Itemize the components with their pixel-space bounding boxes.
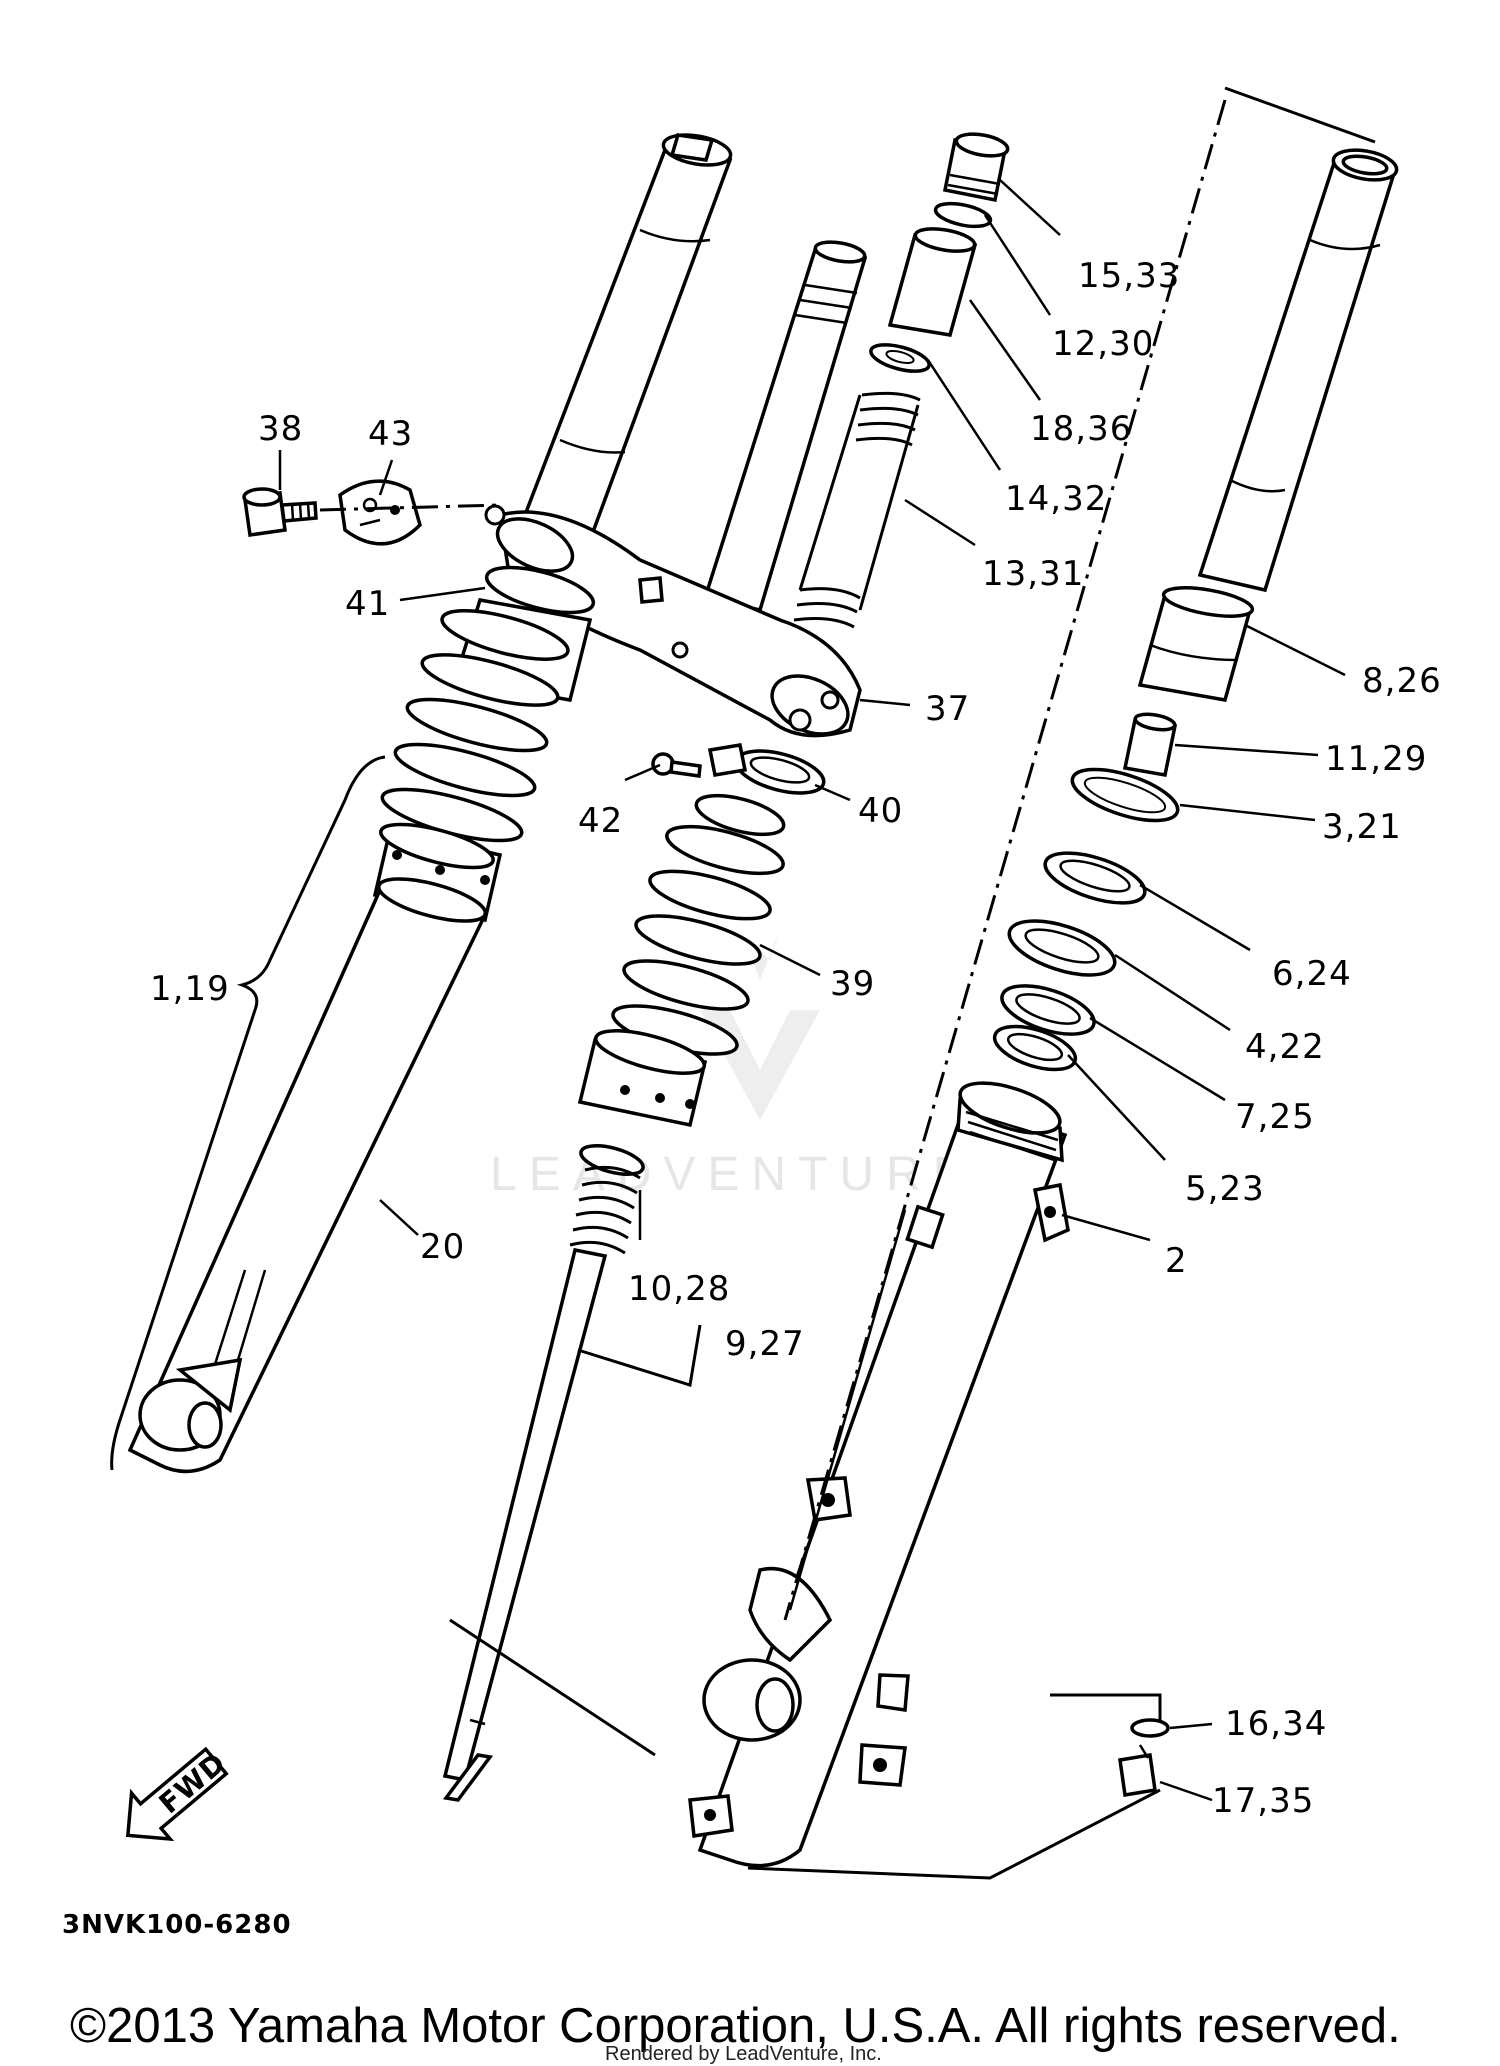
label-4-22: 4,22 [1245, 1027, 1325, 1067]
washer-14-32 [869, 343, 931, 373]
label-14-32: 14,32 [1005, 479, 1107, 519]
drain-bolt-17-35 [1118, 1744, 1157, 1798]
label-16-34: 16,34 [1225, 1704, 1327, 1744]
left-fork-boot [372, 565, 596, 923]
label-15-33: 15,33 [1078, 256, 1180, 296]
plate-43 [338, 479, 422, 546]
bracket-line-top [1224, 86, 1376, 144]
label-3-21: 3,21 [1322, 807, 1402, 847]
label-40: 40 [858, 791, 903, 831]
steering-stem [702, 240, 868, 613]
clamp-40 [707, 742, 826, 795]
bolt-38 [242, 487, 318, 537]
label-12-30: 12,30 [1052, 324, 1154, 364]
label-8-26: 8,26 [1362, 661, 1442, 701]
spacer-18-36 [887, 227, 978, 337]
label-7-25: 7,25 [1235, 1097, 1315, 1137]
label-2: 2 [1165, 1241, 1188, 1281]
label-41: 41 [345, 584, 390, 624]
leader-lines [278, 179, 1346, 1802]
label-9-27: 9,27 [725, 1324, 805, 1364]
o-ring-12-30 [933, 201, 993, 229]
center-fork-boot-39 [577, 793, 786, 1128]
cap-bolt-15-33 [942, 132, 1010, 203]
seal-stack [992, 851, 1147, 1072]
bracket-line-bottom-left [449, 1618, 656, 1757]
bracket-line-bottom [747, 1693, 1162, 1880]
right-inner-tube [1197, 148, 1399, 593]
under-bracket-37 [484, 504, 862, 738]
label-39: 39 [830, 964, 875, 1004]
label-13-31: 13,31 [982, 554, 1084, 594]
fwd-arrow: FWD [125, 1746, 232, 1842]
label-6-24: 6,24 [1272, 954, 1352, 994]
part-8-26 [1137, 586, 1255, 702]
left-inner-tube [517, 133, 733, 542]
watermark: LEADVENTURE [490, 930, 977, 1201]
label-1-19: 1,19 [150, 969, 230, 1009]
part-3-21 [1070, 767, 1180, 823]
label-43: 43 [368, 414, 413, 454]
label-10-28: 10,28 [628, 1269, 730, 1309]
label-38: 38 [258, 409, 303, 449]
label-17-35: 17,35 [1212, 1781, 1314, 1821]
part-11-29 [1122, 712, 1178, 778]
label-42: 42 [578, 801, 623, 841]
rendered-by-text: Rendered by LeadVenture, Inc. [605, 2043, 882, 2065]
right-outer-tube [688, 1081, 1070, 1868]
screw-42 [651, 752, 702, 778]
centerline-right [783, 99, 1227, 1621]
label-37: 37 [925, 689, 970, 729]
label-11-29: 11,29 [1325, 739, 1427, 779]
label-18-36: 18,36 [1030, 409, 1132, 449]
brace-1-19 [110, 755, 386, 1471]
label-20: 20 [420, 1227, 465, 1267]
label-5-23: 5,23 [1185, 1169, 1265, 1209]
washer-16-34 [1130, 1718, 1170, 1738]
centerline-bracket [319, 503, 501, 512]
diagram-code: 3NVK100-6280 [62, 1910, 292, 1940]
left-outer-tube [127, 877, 488, 1474]
watermark-text: LEADVENTURE [490, 1148, 977, 1201]
fork-spring-13-31 [793, 391, 921, 629]
bracket-9-27 [577, 1324, 702, 1387]
damper-rod-9-27 [442, 1144, 645, 1802]
copyright-text: ©2013 Yamaha Motor Corporation, U.S.A. A… [70, 1999, 1401, 2053]
